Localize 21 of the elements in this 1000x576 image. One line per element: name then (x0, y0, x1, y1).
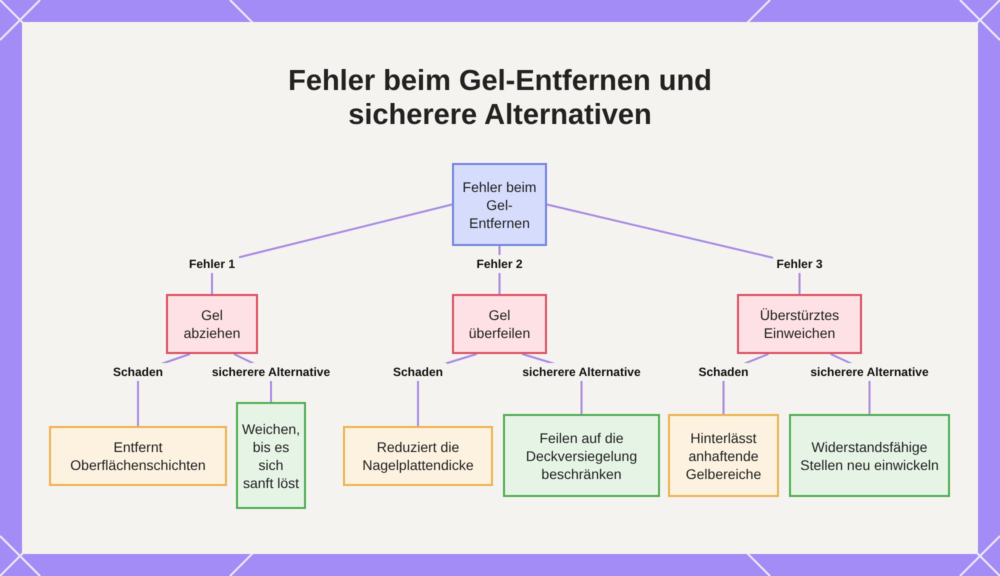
process-box (236, 402, 306, 509)
process-box (49, 426, 227, 486)
process-box (343, 426, 493, 486)
node-text: Gel überfeilen (468, 306, 532, 342)
process-box (737, 294, 862, 354)
process-box (452, 163, 547, 246)
node-text: Widerstandsfähige Stellen neu einwickeln (799, 438, 940, 474)
process-box (452, 294, 547, 354)
node-text: Überstürztes Einweichen (758, 306, 840, 342)
node-text: Entfernt Oberflächenschichten (69, 438, 207, 474)
node-text: Weichen, bis es sich sanft löst (242, 420, 300, 492)
node-text: Gel abziehen (182, 306, 242, 342)
process-box (166, 294, 258, 354)
node-text: Hinterlässt anhaftende Gelbereiche (684, 428, 762, 482)
process-box (503, 414, 660, 497)
process-box (789, 414, 950, 497)
title: Fehler beim Gel-Entfernen und sicherere Alternativen (287, 64, 713, 132)
node-text: Feilen auf die Deckversiegelung beschränken (524, 428, 638, 482)
node-text: Fehler beim Gel-Entfernen (462, 178, 538, 232)
process-box (668, 414, 779, 497)
node-text: Reduziert die Nagelplattendicke (361, 438, 475, 474)
